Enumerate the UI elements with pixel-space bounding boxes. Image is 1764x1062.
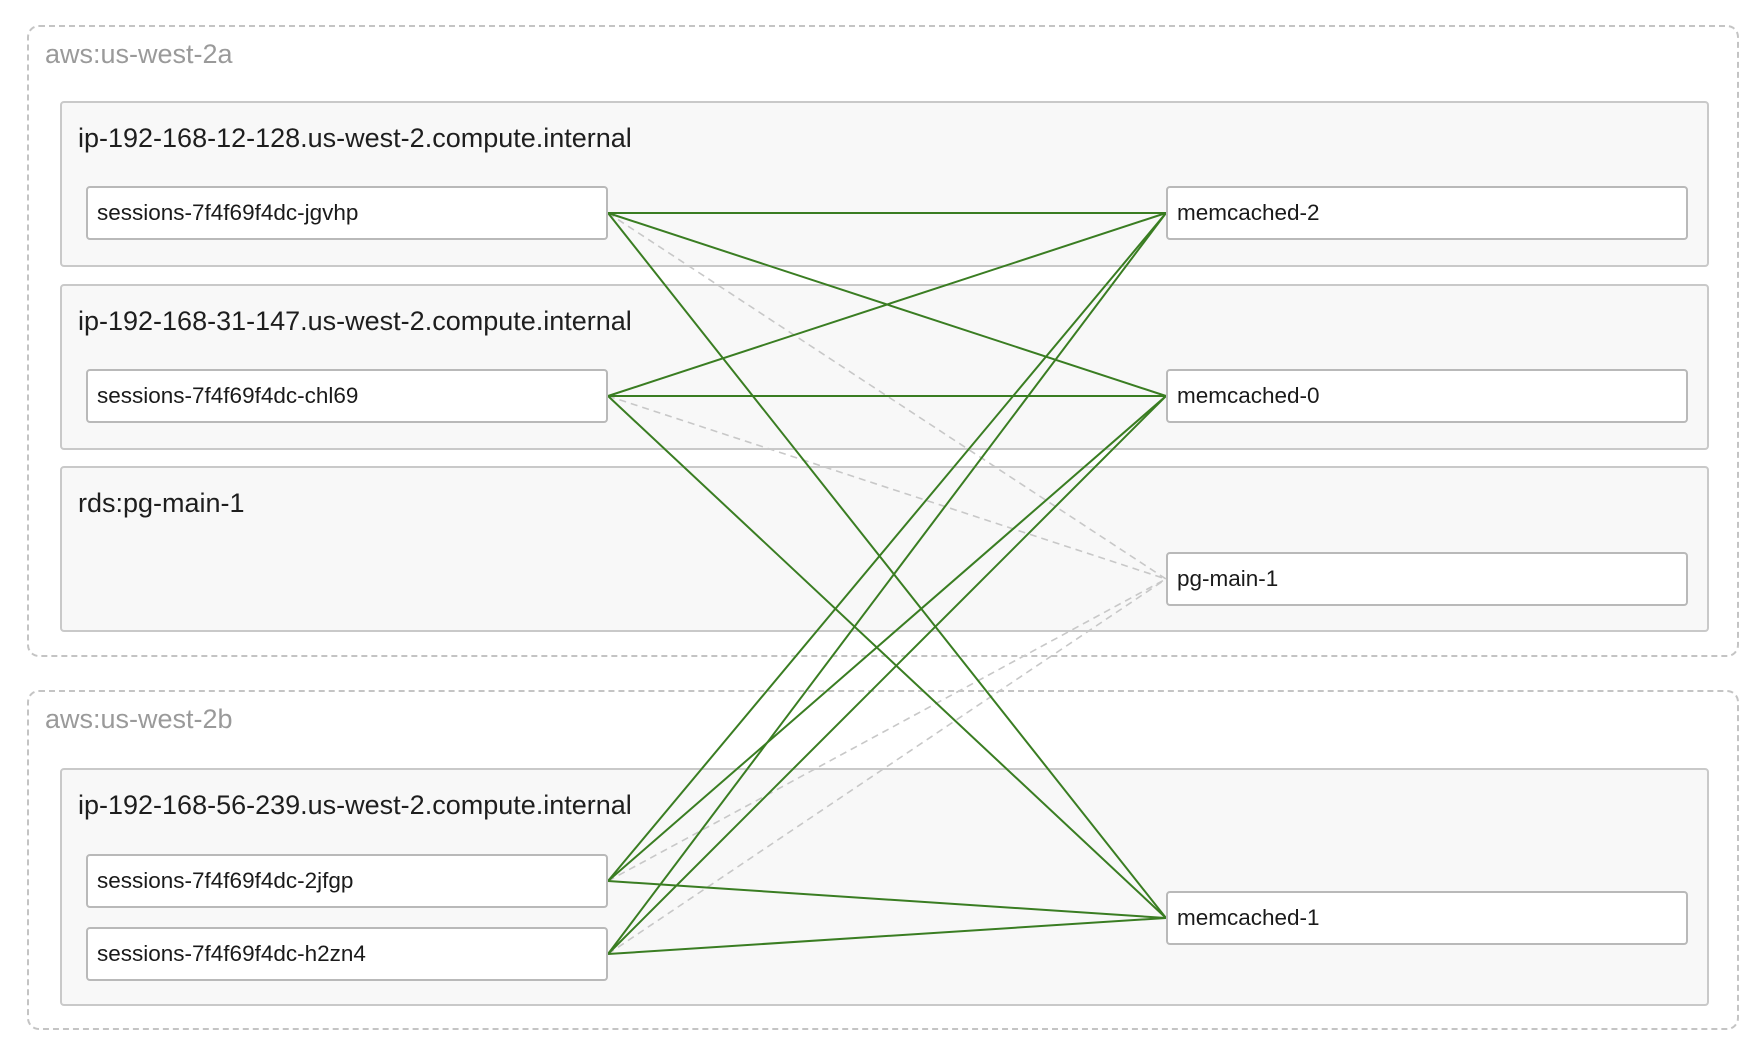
node-memcached-2[interactable]: memcached-2 <box>1166 186 1688 240</box>
node-memcached-0[interactable]: memcached-0 <box>1166 369 1688 423</box>
zone-label: aws:us-west-2b <box>45 704 233 734</box>
host-label: ip-192-168-12-128.us-west-2.compute.inte… <box>78 123 632 153</box>
node-sessions-7f4f69f4dc-h2zn4[interactable]: sessions-7f4f69f4dc-h2zn4 <box>86 927 608 981</box>
host-label: ip-192-168-31-147.us-west-2.compute.inte… <box>78 306 632 336</box>
node-sessions-7f4f69f4dc-chl69[interactable]: sessions-7f4f69f4dc-chl69 <box>86 369 608 423</box>
host-ip-192-168-12-128: ip-192-168-12-128.us-west-2.compute.inte… <box>60 101 1709 267</box>
host-ip-192-168-31-147: ip-192-168-31-147.us-west-2.compute.inte… <box>60 284 1709 450</box>
host-label: rds:pg-main-1 <box>78 488 245 518</box>
zone-label: aws:us-west-2a <box>45 39 233 69</box>
node-pg-main-1[interactable]: pg-main-1 <box>1166 552 1688 606</box>
host-rds-pg-main-1: rds:pg-main-1 <box>60 466 1709 632</box>
host-label: ip-192-168-56-239.us-west-2.compute.inte… <box>78 790 632 820</box>
node-sessions-7f4f69f4dc-2jfgp[interactable]: sessions-7f4f69f4dc-2jfgp <box>86 854 608 908</box>
node-sessions-7f4f69f4dc-jgvhp[interactable]: sessions-7f4f69f4dc-jgvhp <box>86 186 608 240</box>
node-memcached-1[interactable]: memcached-1 <box>1166 891 1688 945</box>
